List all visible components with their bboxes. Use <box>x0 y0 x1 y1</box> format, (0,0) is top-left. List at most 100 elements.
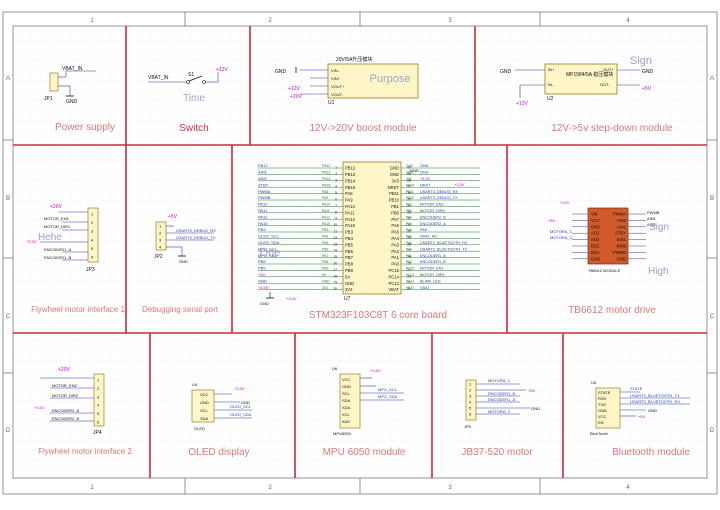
fw1-plus3v3: +3.3V <box>26 239 37 244</box>
mpu-scl-net: MPU_SCL <box>378 387 398 392</box>
fw1-pin-num: 3 <box>91 229 94 234</box>
u6-mpu6050-module[interactable] <box>339 373 361 429</box>
jp1-connector[interactable] <box>49 72 59 92</box>
core-net-pin-left: PB7 <box>322 254 329 258</box>
tb-pin-right: BIN1 <box>617 237 627 242</box>
core-pin-num-left: 16 <box>333 262 337 266</box>
jp1-label: JP1 <box>44 96 53 102</box>
core-pin-num-left: 20 <box>333 287 337 291</box>
dbg-pin-num: 1 <box>159 224 162 229</box>
core-pin-num-left: 14 <box>333 249 337 253</box>
core-pin-num-right: 30 <box>407 230 411 234</box>
core-pin-left: PA11 <box>345 210 355 215</box>
jp5-connector[interactable] <box>465 379 477 421</box>
core-plus3v3-label: +3.3V <box>286 296 297 301</box>
frame-row-b: B <box>6 196 10 202</box>
core-net-pin-right: PA5 <box>406 228 412 232</box>
core-pin-left: PA9 <box>345 198 353 203</box>
u2-gnd-1: GND <box>500 69 512 75</box>
oled-sda-pin: SDA <box>200 416 209 421</box>
core-net-pin-left: PB15 <box>322 183 330 187</box>
frame-row-labels: A B C D A B C D <box>6 76 715 434</box>
jp4-connector[interactable] <box>93 373 105 427</box>
core-pin-num-left: 15 <box>333 255 337 259</box>
core-net-left: PWMB <box>258 195 271 200</box>
core-pin-left: 5V <box>345 274 350 279</box>
tb-pin-right: AIN2 <box>617 218 627 223</box>
core-pin-num-right: 27 <box>407 249 411 253</box>
u5-bluetooth-module[interactable] <box>595 387 621 429</box>
core-pin-num-left: 8 <box>335 210 337 214</box>
core-pin-num-right: 40 <box>407 166 411 170</box>
core-net-right: USART2_BLUETOOTH_RX <box>420 241 468 245</box>
core-net-right: USART3_DEBUG_RX <box>420 190 458 194</box>
core-net-pin-right: PC14 <box>406 273 414 277</box>
core-net-right: ENCODER2_A <box>420 222 446 226</box>
mpu-plus3v3: +3.3V <box>370 368 381 373</box>
bt-plus5v: +5V <box>638 414 646 419</box>
core-net-right: MOTOR_EN1 <box>420 267 444 271</box>
u2-gnd-2: GND <box>642 69 654 75</box>
u2-plus12v: +12V <box>516 101 528 107</box>
core-pin-num-left: 9 <box>335 217 337 221</box>
core-net-left: PA12 <box>258 214 268 219</box>
tb-pin-left: GND <box>591 256 600 261</box>
core-pin-left: PA10 <box>345 204 356 209</box>
frame-row-c-right: C <box>710 314 715 320</box>
core-pin-num-right: 36 <box>407 191 411 195</box>
tb6612-module-chip[interactable] <box>587 207 629 265</box>
bt-state-pin: STATE <box>598 390 611 395</box>
core-net-pin-right: PA4 <box>406 235 412 239</box>
fw1-motor-dir1: MOTOR_DIR1 <box>44 224 71 229</box>
mpu-sda-pin: SDA <box>342 398 351 403</box>
core-pin-right: VBAT <box>388 287 399 292</box>
frame-row-b-right: B <box>710 196 714 202</box>
core-net-left: GND <box>258 278 267 283</box>
core-pin-num-left: 2 <box>335 172 337 176</box>
jp3-connector[interactable] <box>87 207 99 263</box>
frame-col-2: 2 <box>268 18 272 24</box>
bt-name: BlueTooth <box>590 431 608 436</box>
dbg-usart3-rx: USART3_DEBUG_RX <box>176 228 216 233</box>
dbg-gnd: GND <box>179 259 188 264</box>
core-gnd-right: GND <box>410 168 419 173</box>
fw2-pin-num: 2 <box>97 386 100 391</box>
jb-encoder1-a: ENCODER1_A <box>488 397 515 402</box>
u2-step-down-module[interactable] <box>544 63 618 95</box>
switch-section: VBAT_IN S1 +12V Time Switch <box>148 67 228 134</box>
vbat-in-net-2: VBAT_IN <box>148 75 169 81</box>
jp2-connector[interactable] <box>155 221 167 251</box>
core-pin-num-left: 6 <box>335 198 337 202</box>
u2-label: U2 <box>547 96 554 102</box>
core-net-left: PA15 <box>258 221 268 226</box>
core-net-right: NRST <box>420 183 431 187</box>
frame-row-a-right: A <box>710 76 714 82</box>
core-pin-num-left: 17 <box>333 268 337 272</box>
core-net-left: STBY <box>258 182 269 187</box>
core-net-right: VBAT <box>420 286 430 290</box>
core-net-pin-left: PA9 <box>322 196 328 200</box>
core-pin-num-left: 10 <box>333 223 337 227</box>
core-pin-num-left: 1 <box>335 166 337 170</box>
jp5-label: JP5 <box>464 424 472 429</box>
u4-oled-module[interactable] <box>191 389 215 423</box>
core-net-pin-left: PA11 <box>322 209 330 213</box>
core-net-pin-left: PB3 <box>322 228 329 232</box>
fw1-pin-num: 2 <box>91 220 94 225</box>
u7-core-board-chip[interactable] <box>342 161 402 295</box>
fw1-pin-num: 1 <box>91 212 94 217</box>
u1-boost-module[interactable] <box>327 63 419 99</box>
fw1-pin-num: 5 <box>91 246 94 251</box>
core-net-right: VBAT_AD <box>420 235 437 239</box>
core-net-pin-right: PB10 <box>406 196 414 200</box>
core-net-pin-right: PA0 <box>406 260 412 264</box>
u7-label: U7 <box>344 296 351 302</box>
core-pin-num-left: 12 <box>333 236 337 240</box>
fw1-plus20v: +20V <box>50 204 62 210</box>
u2-in-minus: IN- <box>548 82 554 87</box>
switch-lever[interactable] <box>188 75 203 82</box>
core-pin-num-left: 3 <box>335 178 337 182</box>
bt-gnd-net: GND <box>648 408 657 413</box>
jb-motora-2: MOTORA_2 <box>488 409 511 414</box>
